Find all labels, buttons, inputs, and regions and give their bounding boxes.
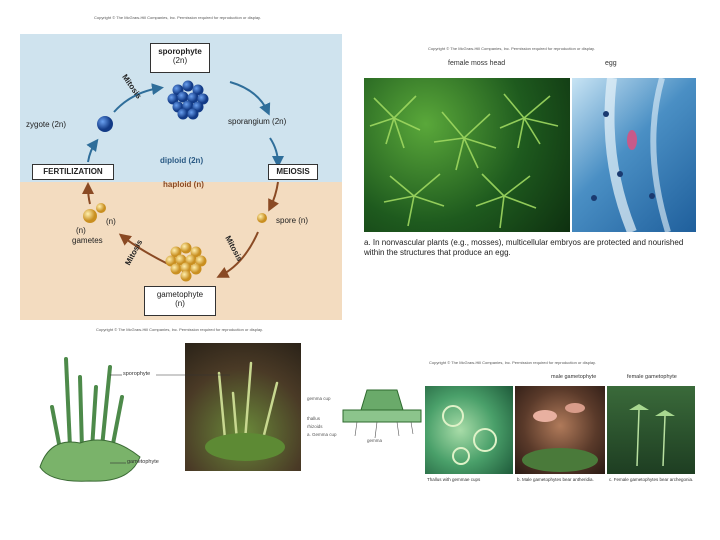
egg-label: egg	[605, 60, 617, 67]
gametophyte-box: gametophyte (n)	[144, 286, 216, 316]
thallus-caption: Thallus with gemmae cups	[427, 477, 515, 482]
female-caption: c. Female gametophytes bear archegonia.	[609, 477, 697, 482]
sporophyte-ploidy: (2n)	[151, 56, 209, 65]
gametes-label: gametes	[72, 236, 103, 245]
gemma-label: gemma	[367, 438, 382, 443]
fertilization-box: FERTILIZATION	[32, 164, 114, 180]
zygote-label: zygote (2n)	[26, 120, 66, 129]
gametophyte-ploidy: (n)	[145, 299, 215, 308]
arrow-fertilization-to-zygote	[88, 142, 96, 162]
female-gametophyte-label: female gametophyte	[627, 374, 677, 380]
arrow-sporangium-to-meiosis	[270, 138, 278, 164]
gametophyte-cluster	[166, 243, 207, 282]
haploid-label: haploid (n)	[163, 180, 204, 189]
sporophyte-cluster	[168, 81, 209, 120]
gamete-cell-1	[83, 209, 97, 223]
male-gametophyte-photo	[515, 386, 605, 474]
sporangium-label: sporangium (2n)	[228, 117, 286, 126]
gemma-cup-label: gemma cup	[307, 396, 331, 401]
gametes-n-label: (n)	[76, 226, 86, 235]
zygote-cell	[97, 116, 113, 132]
female-moss-head-label: female moss head	[448, 60, 505, 67]
arrow-meiosis-to-spore	[270, 182, 278, 208]
spore-label: spore (n)	[276, 216, 308, 225]
sporophyte-box: sporophyte (2n)	[150, 43, 210, 73]
arrow-sporophyte-to-sporangium	[230, 82, 268, 112]
moss-panel: Copyright © The McGraw-Hill Companies, I…	[362, 40, 702, 270]
diploid-label: diploid (2n)	[160, 156, 203, 165]
spore-cell	[257, 213, 267, 223]
gemma-cup-illustration	[337, 384, 427, 444]
sporophyte-label: sporophyte	[151, 47, 209, 56]
male-caption: b. Male gametophytes bear antheridia.	[517, 477, 605, 482]
liverwort-copyright: Copyright © The McGraw-Hill Companies, I…	[429, 360, 596, 365]
gemma-cup-caption: a. Gemma cup	[307, 432, 337, 437]
gametophyte-label: gametophyte	[145, 290, 215, 299]
moss-head-photo	[364, 78, 570, 232]
arrow-gametes-to-fertilization	[88, 186, 90, 204]
thallus-photo	[425, 386, 513, 474]
egg-micrograph	[572, 78, 696, 232]
life-cycle-diagram: Copyright © The McGraw-Hill Companies, I…	[20, 10, 342, 320]
hornwort-panel: Copyright © The McGraw-Hill Companies, I…	[30, 327, 310, 487]
moss-caption: a. In nonvascular plants (e.g., mosses),…	[364, 238, 694, 258]
moss-copyright: Copyright © The McGraw-Hill Companies, I…	[428, 46, 595, 51]
female-gametophyte-photo	[607, 386, 695, 474]
gamete-n-label: (n)	[106, 217, 116, 226]
male-gametophyte-label: male gametophyte	[551, 374, 596, 380]
meiosis-box: MEIOSIS	[268, 164, 318, 180]
gamete-cell-2	[96, 203, 106, 213]
rhizoids-label: rhizoids	[307, 424, 323, 429]
thallus-label: thallus	[307, 416, 320, 421]
liverwort-panel: Copyright © The McGraw-Hill Companies, I…	[305, 360, 700, 500]
hornwort-leader-lines	[30, 327, 310, 487]
